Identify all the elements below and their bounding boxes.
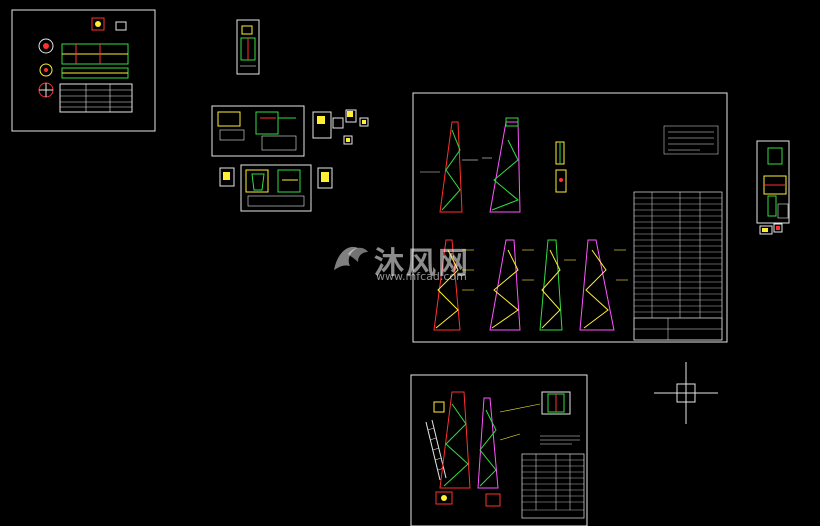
watermark-text-cn: 沐风网 <box>374 246 470 281</box>
watermark: 沐风网 www.mfcad.com <box>328 236 498 286</box>
crosshair-cursor-icon <box>654 362 718 424</box>
watermark-text-en: www.mfcad.com <box>376 270 467 283</box>
sheet-top-left[interactable] <box>11 9 156 132</box>
sheet-detail-small[interactable] <box>236 19 260 75</box>
sheet-right-detail[interactable] <box>756 140 790 235</box>
sheet-main-towers[interactable] <box>412 92 728 343</box>
sheet-bottom-assembly[interactable] <box>410 374 588 526</box>
parts-table-rows <box>634 197 722 319</box>
sheet-cluster-small[interactable] <box>211 105 369 212</box>
watermark-logo-icon <box>334 246 368 270</box>
